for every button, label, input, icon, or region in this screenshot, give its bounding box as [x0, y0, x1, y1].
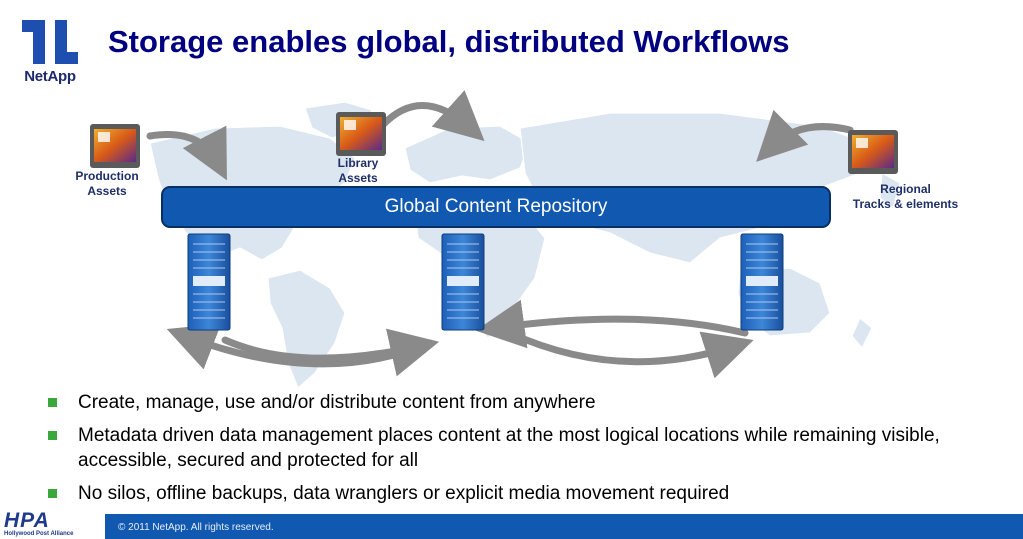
page-title: Storage enables global, distributed Work…: [108, 24, 790, 59]
label-regional-line1: Regional: [880, 182, 931, 196]
hpa-logo: HPA Hollywood Post Alliance: [2, 509, 104, 539]
label-library-line2: Assets: [338, 171, 378, 185]
media-icon-library: [336, 112, 386, 156]
arrow-west-to-center: [221, 328, 440, 377]
world-map: [149, 101, 901, 388]
bullet-text: Metadata driven data management places c…: [78, 425, 940, 471]
global-content-repository-box: Global Content Repository: [161, 186, 831, 228]
bullet-square-icon: [48, 398, 57, 407]
footer-copyright: © 2011 NetApp. All rights reserved.: [118, 522, 274, 533]
arrow-library-to-repo: [376, 90, 485, 142]
label-production-line1: Production: [75, 169, 139, 183]
arrow-center-to-east: [506, 329, 754, 379]
netapp-logo-mark-icon: [22, 20, 78, 64]
arrow-regional-to-repo: [756, 109, 854, 162]
workflow-diagram: [90, 90, 901, 388]
bullet-square-icon: [48, 431, 57, 440]
label-production-line2: Assets: [87, 184, 127, 198]
bullet-text: Create, manage, use and/or distribute co…: [78, 392, 596, 413]
bullet-list: Create, manage, use and/or distribute co…: [46, 390, 1006, 514]
arrow-east-to-center: [475, 299, 749, 349]
label-production-assets: Production Assets: [62, 169, 152, 199]
arrow-production-to-repo: [146, 125, 227, 181]
label-library-line1: Library: [337, 156, 379, 170]
label-regional-tracks: Regional Tracks & elements: [838, 182, 973, 212]
bullet-item: Create, manage, use and/or distribute co…: [46, 390, 1006, 415]
media-icon-production: [90, 124, 140, 168]
server-east: [740, 233, 784, 331]
hpa-logo-letters: HPA: [4, 509, 50, 532]
bullet-item: Metadata driven data management places c…: [46, 423, 1006, 473]
label-library-assets: Library Assets: [318, 156, 398, 186]
bullet-square-icon: [48, 489, 57, 498]
bullet-text: No silos, offline backups, data wrangler…: [78, 483, 730, 504]
bullet-item: No silos, offline backups, data wrangler…: [46, 481, 1006, 506]
netapp-logo: NetApp: [16, 20, 84, 86]
server-west: [187, 233, 231, 331]
media-icon-regional: [848, 130, 898, 174]
server-center: [441, 233, 485, 331]
footer-bar: [105, 514, 1023, 539]
netapp-logo-text: NetApp: [24, 68, 76, 85]
hpa-logo-subtitle: Hollywood Post Alliance: [4, 531, 74, 537]
workflow-arrows: [146, 90, 854, 379]
label-regional-line2: Tracks & elements: [852, 197, 959, 211]
